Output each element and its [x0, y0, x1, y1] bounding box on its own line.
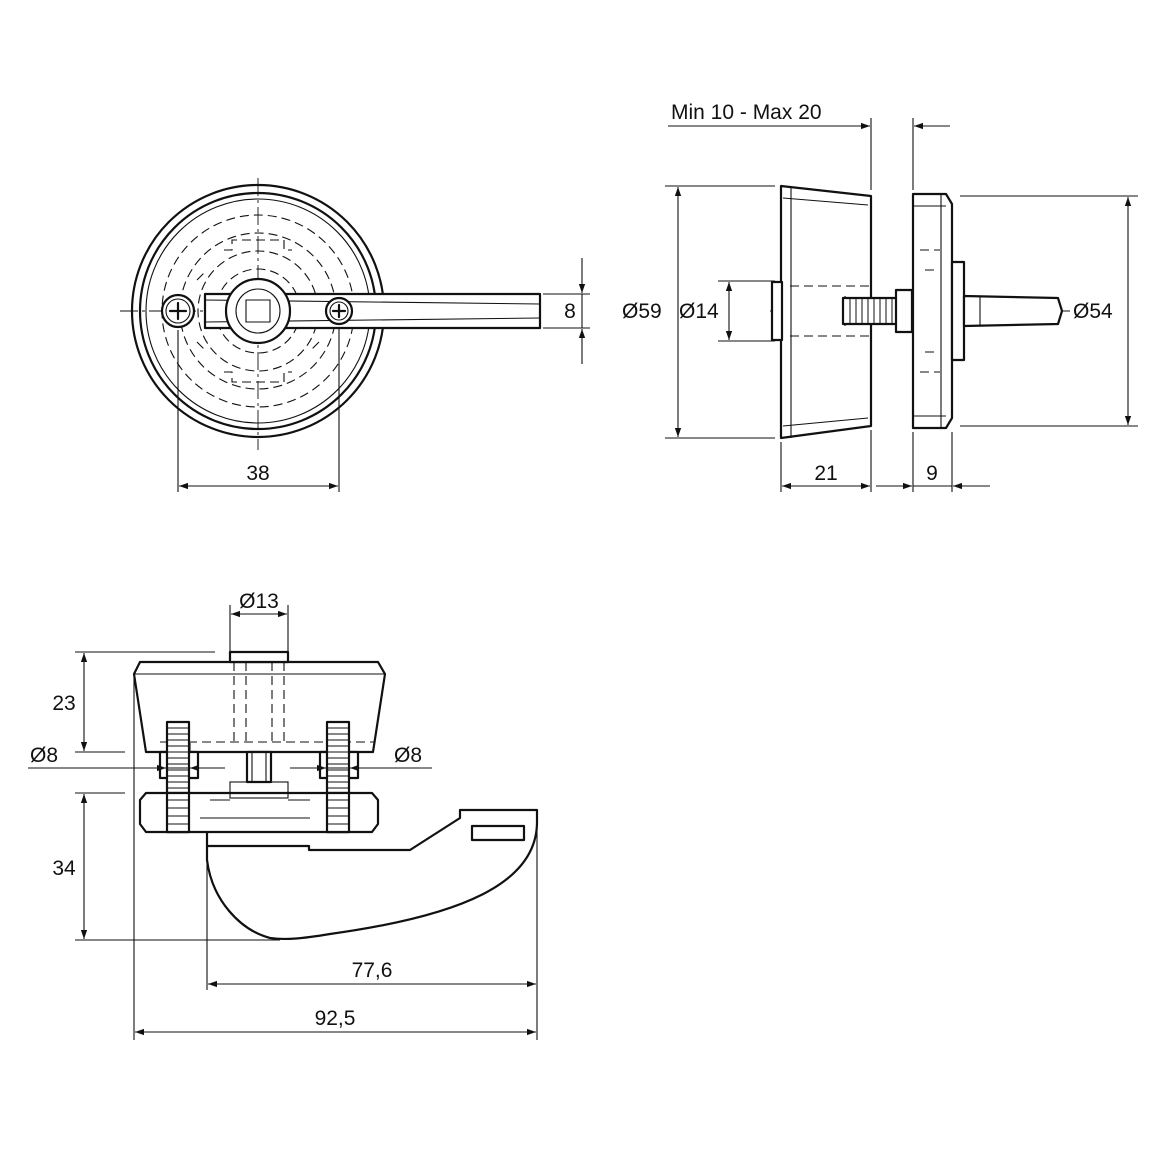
dim-21-label: 21 [814, 462, 837, 485]
lever-edge [962, 294, 1064, 328]
dim-8-left-label: Ø8 [30, 744, 58, 767]
dim-14-label: Ø14 [679, 300, 719, 323]
screw-head-left [160, 293, 196, 329]
bottom-view: Ø13 23 Ø8 Ø8 34 77,6 92,5 [28, 590, 539, 1040]
threaded-stud [841, 296, 905, 326]
side-view: Min 10 - Max 20 Ø59 Ø14 Ø54 21 9 [622, 101, 1138, 492]
dim-13-label: Ø13 [239, 590, 279, 613]
dim-77-6-label: 77,6 [352, 959, 393, 982]
dim-54-label: Ø54 [1073, 300, 1113, 323]
rosette-body [911, 192, 954, 430]
dim-59-label: Ø59 [622, 300, 662, 323]
dim-9-label: 9 [926, 462, 938, 485]
dim-8-label: 8 [564, 300, 576, 323]
dim-38-label: 38 [246, 462, 269, 485]
handle-slot [470, 824, 526, 842]
spindle [228, 650, 290, 664]
dim-23-label: 23 [52, 692, 75, 715]
rosette-plate [138, 791, 380, 834]
stud-thread [849, 298, 893, 324]
range-label: Min 10 - Max 20 [671, 101, 822, 124]
front-view: 38 8 [120, 178, 590, 492]
screw-head-right [324, 296, 354, 326]
dim-92-5-label: 92,5 [315, 1007, 356, 1030]
handle-body [205, 808, 539, 941]
knob-body [779, 184, 873, 440]
hub-circle [224, 277, 292, 345]
dim-8-right-label: Ø8 [394, 744, 422, 767]
nut [894, 288, 914, 334]
dim-34-label: 34 [52, 857, 76, 880]
